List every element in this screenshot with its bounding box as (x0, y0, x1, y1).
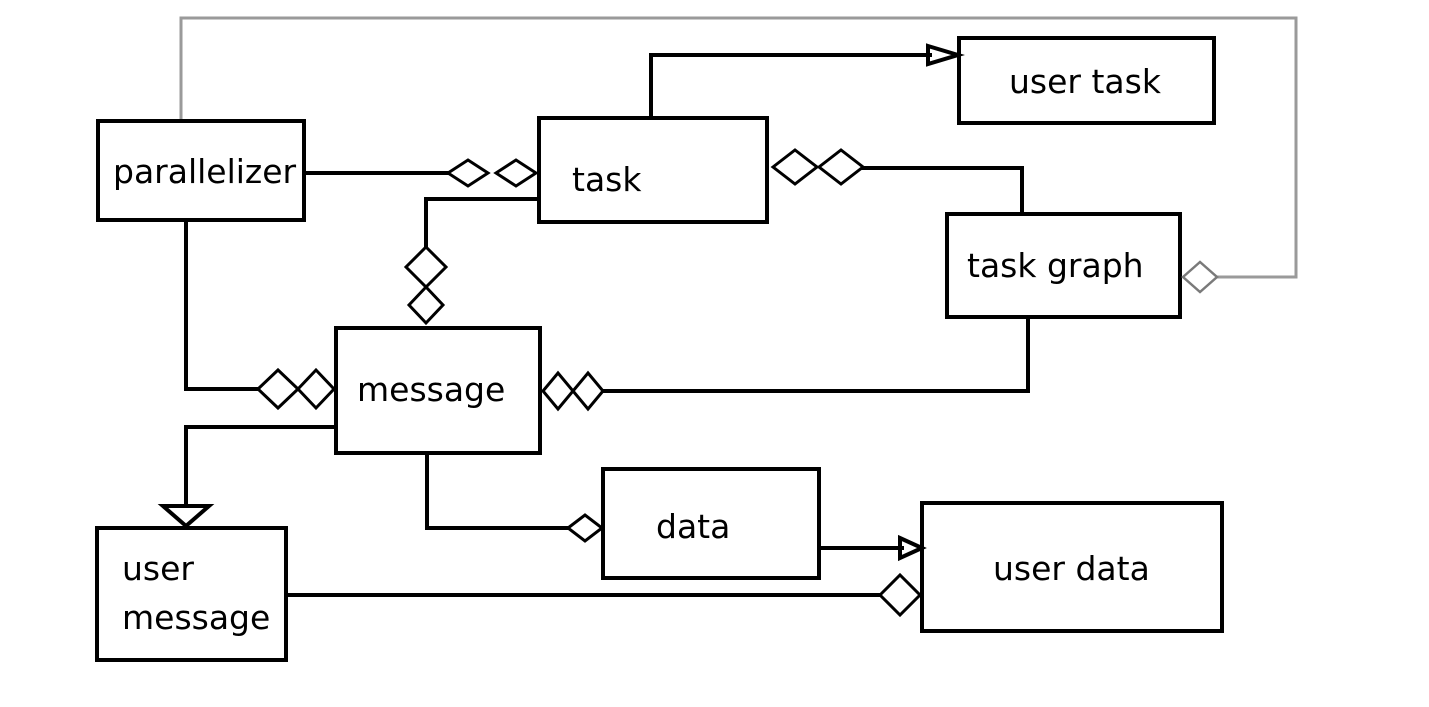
user-data-label: user data (993, 549, 1150, 588)
diamond-icon (770, 148, 820, 186)
data-box (601, 467, 821, 580)
link-parallelizer-taskgraph (179, 16, 1298, 279)
diamond-icon (565, 513, 605, 543)
link-message-data (425, 452, 570, 530)
user-message-label-line2: message (122, 598, 270, 637)
message-label: message (357, 370, 505, 409)
task-box (537, 116, 769, 224)
user-message-label-line1: user (122, 549, 194, 588)
diamond-icon (445, 158, 491, 188)
diamond-icon (403, 244, 449, 290)
link-parallelizer-message (184, 219, 260, 391)
message-box (334, 326, 542, 455)
task-graph-box (945, 212, 1182, 319)
diamond-icon (1181, 260, 1219, 294)
link-task-usertask (649, 53, 932, 119)
parallelizer-label: parallelizer (113, 152, 297, 191)
user-task-label: user task (1009, 62, 1162, 101)
link-task-taskgraph (860, 166, 1024, 216)
diamond-icon (255, 367, 301, 411)
link-task-message (424, 197, 541, 249)
arrowhead-icon (157, 504, 215, 529)
user-task-box (957, 36, 1216, 125)
task-graph-label: task graph (967, 246, 1144, 285)
parallelizer-box (96, 119, 306, 222)
user-message-box (95, 526, 288, 662)
arrowhead-icon (926, 43, 965, 67)
diamond-icon (877, 572, 923, 618)
data-label: data (656, 507, 730, 546)
diamond-icon (541, 370, 575, 412)
diamond-icon (571, 370, 605, 412)
task-label: task (572, 160, 642, 199)
diamond-icon (406, 284, 446, 326)
user-data-box (920, 501, 1224, 633)
diamond-icon (816, 148, 866, 186)
diamond-icon (295, 367, 337, 411)
link-taskgraph-message (601, 316, 1030, 393)
link-message-usermessage (184, 425, 337, 508)
diamond-icon (493, 158, 539, 188)
arrowhead-icon (898, 534, 927, 562)
